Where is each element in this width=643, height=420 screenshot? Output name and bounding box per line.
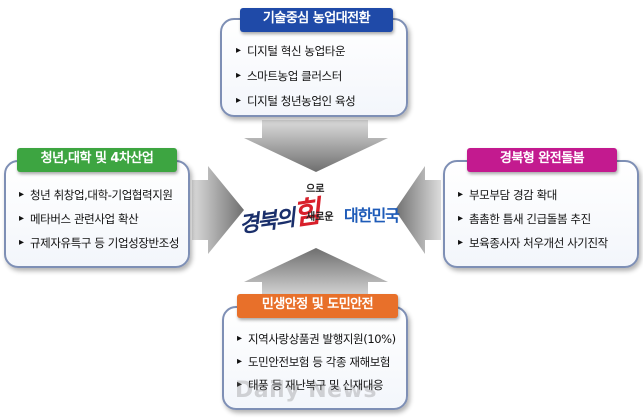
list-item: ▸청년 취창업,대학-기업협력지원: [19, 188, 173, 202]
bullet-icon: ▸: [236, 95, 241, 106]
care-list: ▸부모부담 경감 확대 ▸촘촘한 틈새 긴급돌봄 추진 ▸보육종사자 처우개선 …: [458, 188, 608, 260]
slogan-logo: 경북의힘 으로 새로운 대한민국: [237, 178, 408, 238]
youth-industry-box: ▸청년 취창업,대학-기업협력지원 ▸메타버스 관련사업 확산 ▸규제자유특구 …: [4, 160, 190, 268]
list-item: ▸태풍 등 재난복구 및 신재대응: [237, 378, 384, 392]
list-item: ▸디지털 청년농업인 육성: [236, 94, 356, 108]
arrow-down: [244, 120, 388, 172]
youth-industry-list: ▸청년 취창업,대학-기업협력지원 ▸메타버스 관련사업 확산 ▸규제자유특구 …: [19, 188, 179, 260]
bullet-icon: ▸: [237, 333, 242, 344]
safety-title: 민생안정 및 도민안전: [237, 294, 398, 318]
list-item: ▸메타버스 관련사업 확산: [19, 212, 139, 226]
watermark: Daily News: [235, 378, 377, 403]
care-title: 경북형 완전돌봄: [467, 148, 617, 172]
slogan-small-1: 으로: [306, 184, 325, 195]
bullet-icon: ▸: [458, 213, 463, 224]
list-item: ▸부모부담 경감 확대: [458, 188, 557, 202]
list-item: ▸보육종사자 처우개선 사기진작: [458, 236, 608, 250]
list-item: ▸스마트농업 클러스터: [236, 69, 342, 83]
agriculture-title: 기술중심 농업대전환: [240, 8, 393, 32]
slogan-small-2: 새로운: [306, 212, 334, 223]
arrow-left: [395, 166, 441, 254]
bullet-icon: ▸: [237, 379, 242, 390]
bullet-icon: ▸: [237, 356, 242, 367]
bullet-icon: ▸: [236, 45, 241, 56]
agriculture-box: ▸디지털 혁신 농업타운 ▸스마트농업 클러스터 ▸디지털 청년농업인 육성: [220, 18, 408, 117]
bullet-icon: ▸: [458, 189, 463, 200]
bullet-icon: ▸: [19, 189, 24, 200]
list-item: ▸지역사랑상품권 발행지원(10%): [237, 332, 396, 346]
youth-industry-title: 청년,대학 및 4차산업: [17, 148, 177, 172]
slogan-big: 대한민국: [344, 206, 400, 225]
agriculture-list: ▸디지털 혁신 농업타운 ▸스마트농업 클러스터 ▸디지털 청년농업인 육성: [236, 44, 356, 119]
list-item: ▸도민안전보험 등 각종 재해보험: [237, 355, 391, 369]
bullet-icon: ▸: [236, 70, 241, 81]
care-box: ▸부모부담 경감 확대 ▸촘촘한 틈새 긴급돌봄 추진 ▸보육종사자 처우개선 …: [443, 160, 639, 268]
list-item: ▸규제자유특구 등 기업성장반조성: [19, 236, 180, 250]
bullet-icon: ▸: [19, 213, 24, 224]
list-item: ▸디지털 혁신 농업타운: [236, 44, 346, 58]
arrow-right: [192, 166, 244, 254]
bullet-icon: ▸: [19, 237, 24, 248]
bullet-icon: ▸: [458, 237, 463, 248]
arrow-up: [244, 248, 388, 300]
safety-box: ▸지역사랑상품권 발행지원(10%) ▸도민안전보험 등 각종 재해보험 ▸태풍…: [222, 306, 408, 410]
list-item: ▸촘촘한 틈새 긴급돌봄 추진: [458, 212, 591, 226]
safety-list: ▸지역사랑상품권 발행지원(10%) ▸도민안전보험 등 각종 재해보험 ▸태풍…: [237, 332, 396, 401]
